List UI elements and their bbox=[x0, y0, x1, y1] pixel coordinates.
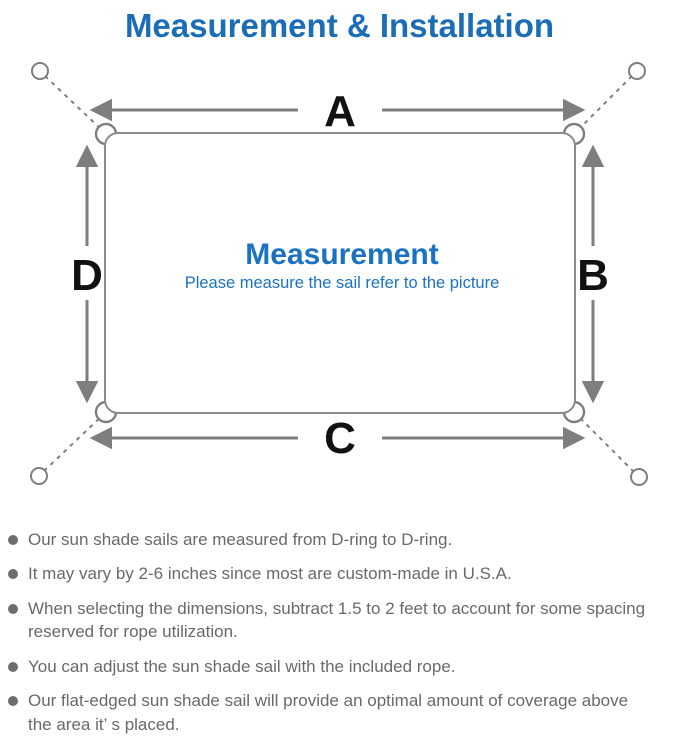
dimension-arrow-c: C bbox=[89, 414, 586, 463]
dimension-label-d: D bbox=[71, 251, 103, 300]
note-text: Our flat-edged sun shade sail will provi… bbox=[28, 691, 629, 734]
note-text: When selecting the dimensions, subtract … bbox=[28, 598, 646, 642]
page-title: Measurement & Installation bbox=[124, 7, 555, 44]
dimension-arrow-d: D bbox=[71, 144, 103, 404]
note-text: You can adjust the sun shade sail with t… bbox=[28, 656, 456, 676]
bullet-icon bbox=[8, 603, 18, 614]
dimension-label-b: B bbox=[577, 251, 609, 300]
bullet-icon bbox=[8, 661, 18, 672]
anchor-point-top-right bbox=[628, 62, 646, 80]
note-text: It may vary by 2-6 inches since most are… bbox=[28, 564, 512, 584]
dimension-arrow-b: B bbox=[577, 144, 609, 404]
anchor-point-top-left bbox=[31, 62, 49, 80]
note-item: You can adjust the sun shade sail with t… bbox=[8, 655, 673, 678]
bullet-icon bbox=[8, 535, 18, 545]
note-item: It may vary by 2-6 inches since most are… bbox=[8, 562, 673, 585]
rope-line-bottom-right bbox=[574, 412, 635, 473]
note-item: When selecting the dimensions, subtract … bbox=[8, 597, 673, 644]
rope-line-top-left bbox=[44, 75, 106, 134]
dimension-label-c: C bbox=[324, 414, 356, 463]
rope-line-bottom-left bbox=[43, 412, 106, 472]
dimension-label-a: A bbox=[324, 87, 356, 136]
anchor-point-bottom-right bbox=[630, 468, 648, 486]
sail-rectangle bbox=[104, 132, 576, 414]
note-item: Our flat-edged sun shade sail will provi… bbox=[8, 689, 673, 736]
rope-line-top-right bbox=[574, 75, 633, 134]
measurement-diagram: A C D B Measurement Please measure the s… bbox=[30, 62, 648, 486]
notes-list: Our sun shade sails are measured from D-… bbox=[0, 508, 679, 736]
dimension-arrow-a: A bbox=[89, 87, 586, 136]
diagram-center-subtitle: Please measure the sail refer to the pic… bbox=[185, 274, 500, 292]
note-item: Our sun shade sails are measured from D-… bbox=[8, 528, 673, 551]
note-text: Our sun shade sails are measured from D-… bbox=[28, 530, 453, 549]
diagram-center-title: Measurement bbox=[245, 238, 438, 271]
bullet-icon bbox=[8, 696, 18, 707]
anchor-point-bottom-left bbox=[30, 467, 48, 485]
bullet-icon bbox=[8, 569, 18, 580]
